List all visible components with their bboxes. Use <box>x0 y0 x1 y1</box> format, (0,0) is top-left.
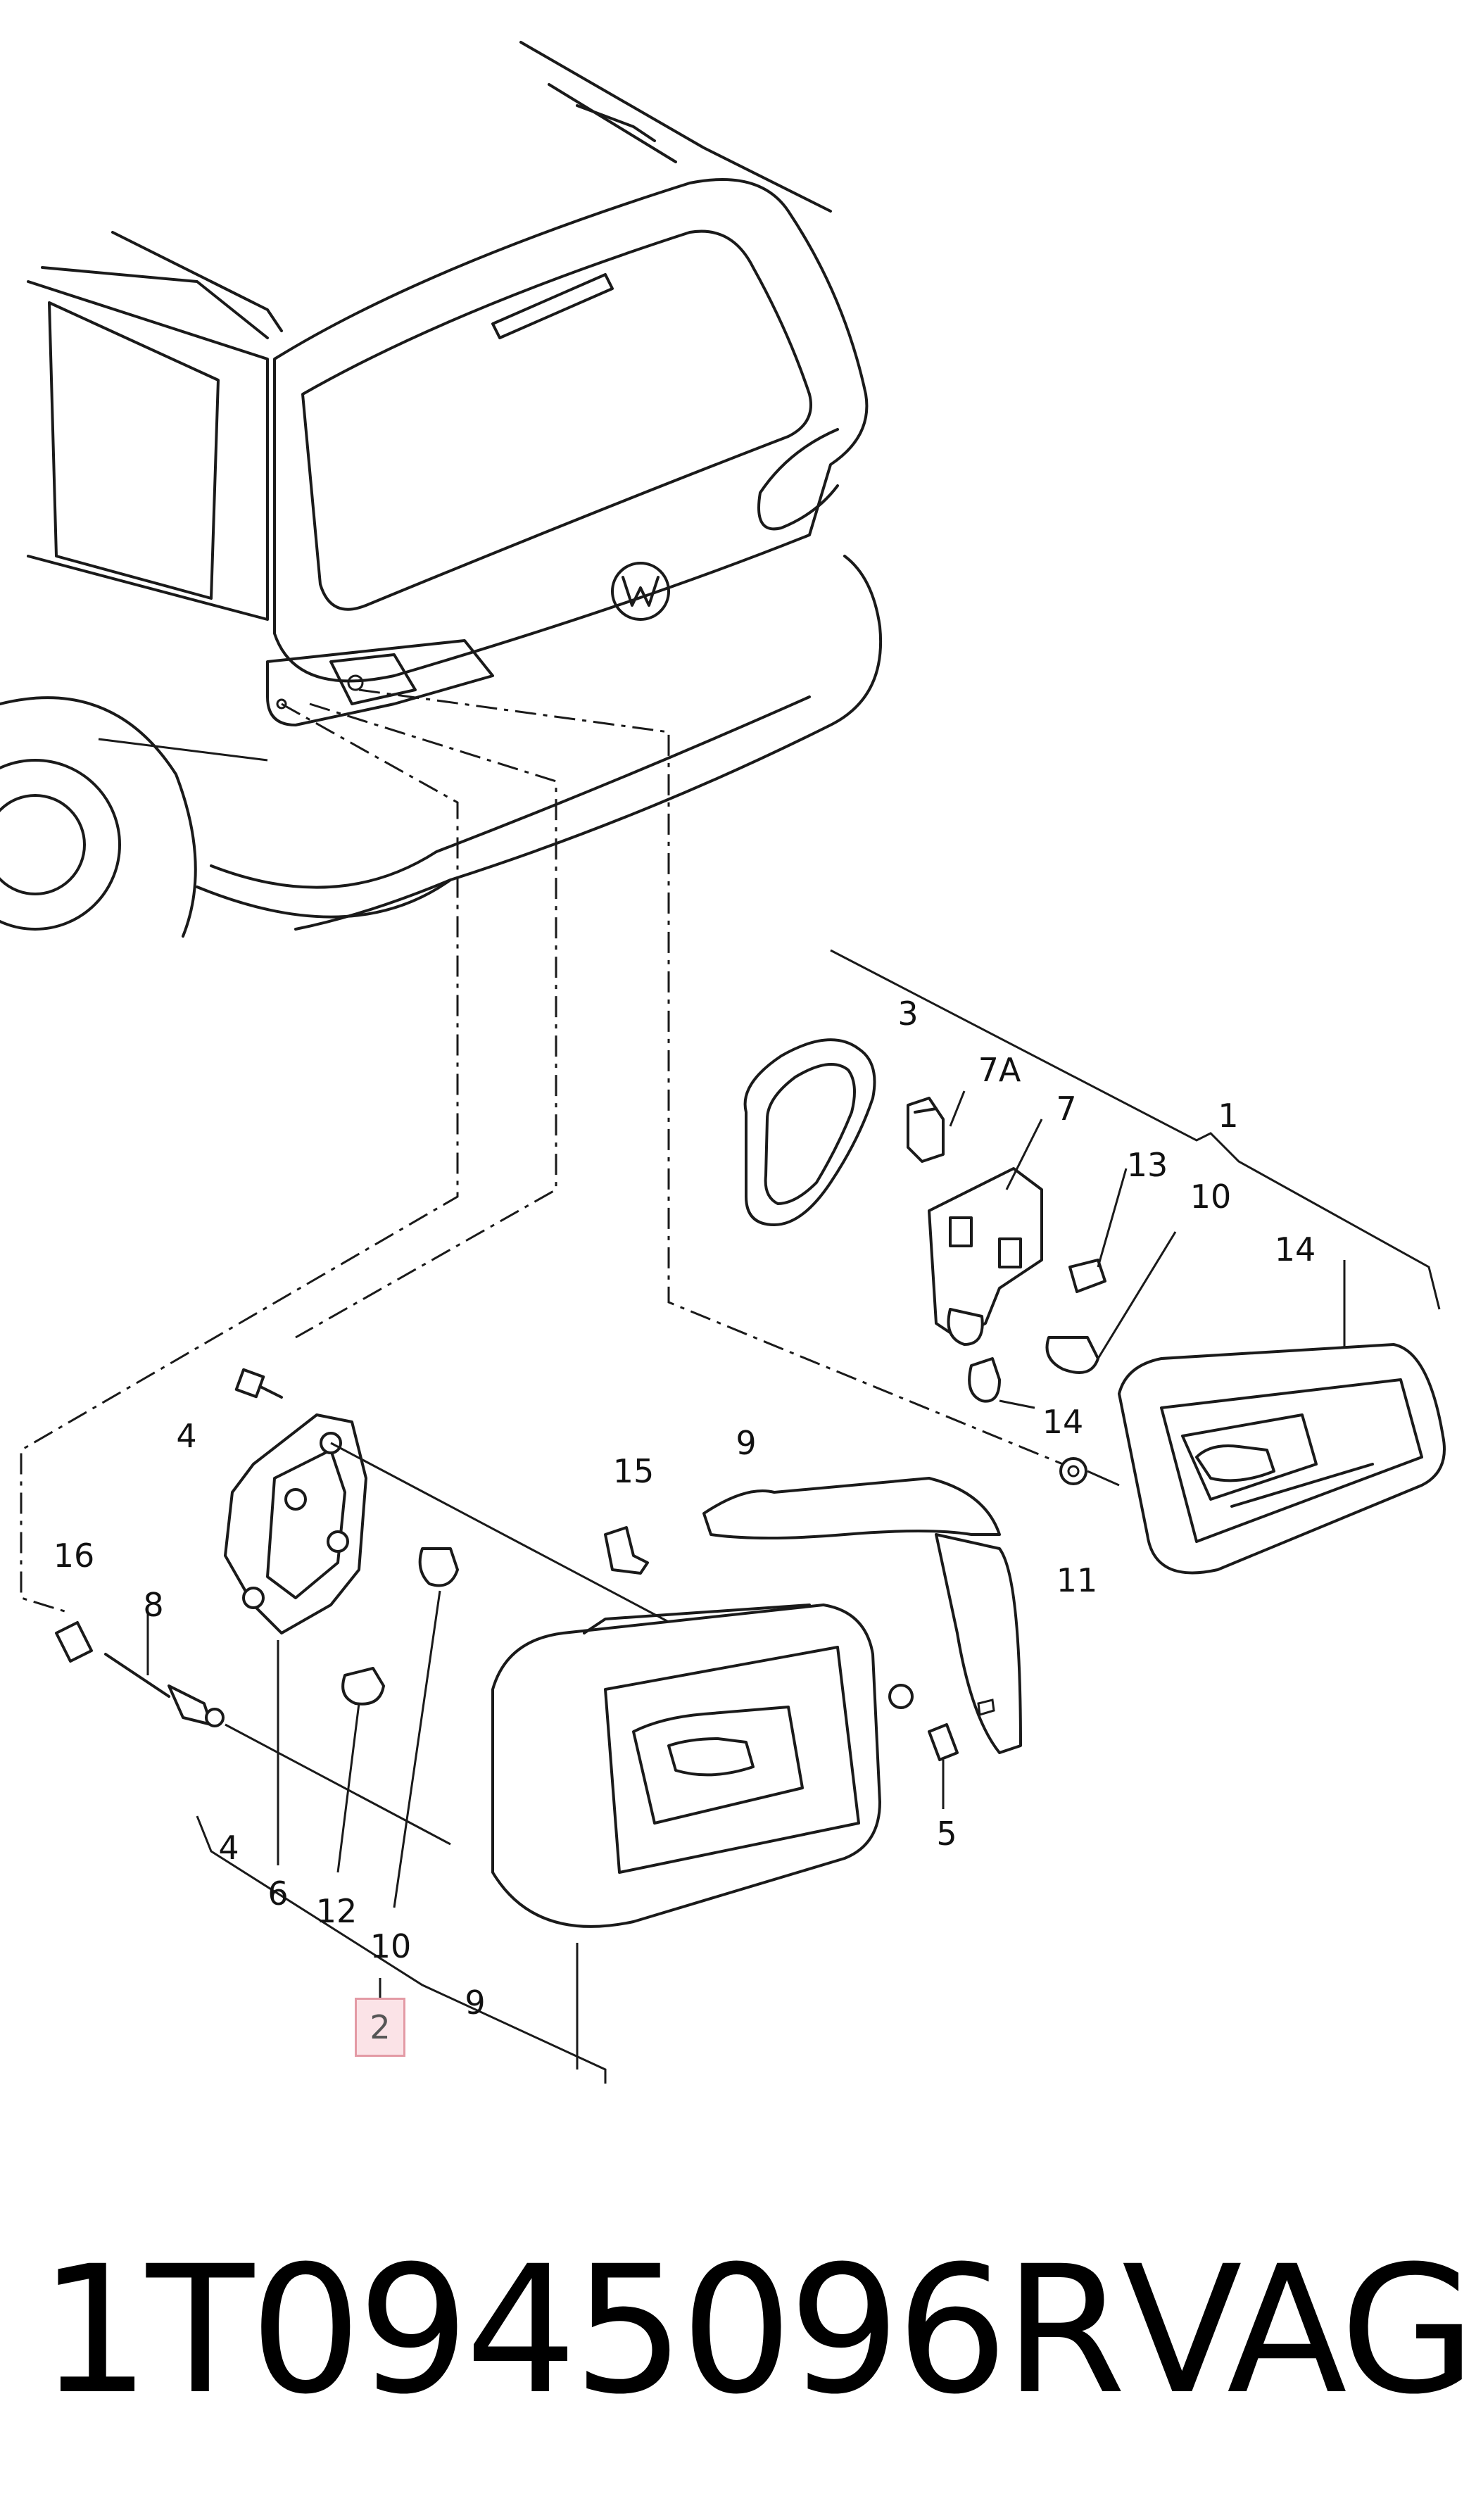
part-9-trim <box>702 1477 1022 1754</box>
part-16-and-8-adjuster <box>55 1612 451 1846</box>
part-11-clip <box>1059 1457 1120 1487</box>
part-3-gasket <box>743 1038 876 1226</box>
bracket-group-1 <box>830 949 1441 1359</box>
callout-2-highlighted[interactable]: 2 <box>355 1998 405 2057</box>
part-4-screw <box>234 1368 283 1399</box>
vehicle-rear-outline <box>0 41 883 938</box>
callout-7: 7 <box>1056 1090 1077 1128</box>
callout-13: 13 <box>1126 1146 1168 1184</box>
callout-10-left: 10 <box>370 1927 412 1965</box>
callout-9-upper: 9 <box>736 1424 757 1462</box>
brand-name: VAG <box>1121 2227 1476 2433</box>
part-number: 1T0945096R <box>39 2227 1126 2433</box>
callout-7a: 7A <box>978 1051 1021 1089</box>
callout-10-right: 10 <box>1190 1178 1232 1216</box>
bulbs-left <box>330 1442 690 1908</box>
callout-15: 15 <box>612 1452 655 1490</box>
callout-5: 5 <box>936 1815 957 1853</box>
bracket-group-2 <box>196 1815 607 2084</box>
callout-1: 1 <box>1218 1097 1239 1135</box>
callout-3: 3 <box>897 995 919 1033</box>
callout-8: 8 <box>143 1586 164 1624</box>
callout-12: 12 <box>315 1892 358 1930</box>
callout-14-lower: 14 <box>1042 1403 1084 1441</box>
callout-4-upper: 4 <box>176 1417 197 1455</box>
part-15-pin <box>604 1526 649 1575</box>
part-7-bulb-holder <box>907 1097 1043 1346</box>
assembly-guide-lines <box>20 688 1064 1613</box>
part-14-inner-lamp <box>1118 1343 1446 1575</box>
callout-11: 11 <box>1056 1561 1098 1599</box>
part-2-outer-lamp <box>491 1604 959 2069</box>
callout-6: 6 <box>267 1875 289 1913</box>
bulbs-right <box>949 1090 1177 1409</box>
exploded-view-drawing <box>0 41 1446 2084</box>
part-number-caption: 1T0945096R VAG <box>39 2224 1476 2436</box>
callout-4-lower: 4 <box>218 1829 239 1867</box>
part-6-carrier <box>224 1413 367 1865</box>
callout-14-right: 14 <box>1274 1230 1316 1268</box>
callout-9-lower: 9 <box>465 1984 486 2022</box>
callout-16: 16 <box>53 1537 95 1575</box>
